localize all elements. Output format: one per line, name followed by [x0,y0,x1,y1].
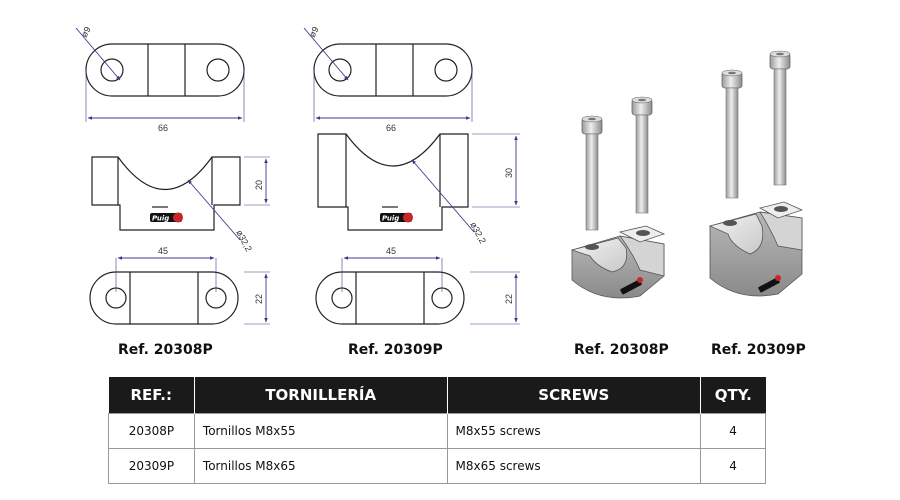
header-qty: QTY. [700,377,766,414]
bolt-short-b [631,96,653,214]
cell-qty: 4 [700,413,766,449]
dim-width-left: 66 [158,123,168,133]
top-view-20309p [303,27,473,122]
dim-height-left: 20 [254,180,264,190]
cell-ref: 20308P [108,413,195,449]
header-ref: REF.: [108,377,195,414]
cell-screws: M8x55 screws [446,413,702,449]
render-20309p [708,50,804,297]
ref-label-20309p-drawing: Ref. 20309P [348,342,443,358]
header-screws: SCREWS [446,377,701,414]
table-header-row: REF.: TORNILLERÍA SCREWS QTY. [108,377,766,414]
bolt-long-b [769,50,791,186]
header-tornilleria: TORNILLERÍA [193,377,448,414]
puig-logo-right [380,206,413,223]
bottom-view-20308p [89,256,270,325]
drawing-20308p [75,27,270,325]
logo-text-left: Puig [152,215,169,223]
bolt-short-a [581,115,603,231]
render-20308p [570,96,666,299]
cell-screws: M8x65 screws [446,448,702,484]
ref-label-20309p-render: Ref. 20309P [711,342,806,358]
dim-hole-left: ø9 [79,25,93,39]
cell-tornilleria: Tornillos M8x65 [193,448,448,484]
ref-label-20308p-render: Ref. 20308P [574,342,669,358]
top-view-20308p [75,27,245,122]
bolt-long-a [721,69,743,199]
dim-width-right: 66 [386,123,396,133]
dim-hole-right: ø9 [307,25,321,39]
dim-depth-right: 22 [504,294,514,304]
screws-table: REF.: TORNILLERÍA SCREWS QTY. 20308P Tor… [108,377,766,484]
ref-label-20308p-drawing: Ref. 20308P [118,342,213,358]
clamp-20309p [708,201,804,297]
dim-height-right: 30 [504,168,514,178]
table-row: 20308P Tornillos M8x55 M8x55 screws 4 [108,413,766,449]
drawing-20309p [303,27,520,325]
bottom-view-20309p [315,256,520,325]
technical-drawing: ø9 66 20 ø32,2 45 22 Puig [75,25,804,325]
cell-ref: 20309P [108,448,195,484]
logo-text-right: Puig [382,215,399,223]
dim-radius-left: ø32,2 [234,228,254,253]
dim-radius-right: ø32,2 [468,220,488,245]
dim-spacing-right: 45 [386,246,396,256]
table-row: 20309P Tornillos M8x65 M8x65 screws 4 [108,448,766,484]
clamp-20308p [570,225,666,299]
side-view-20308p [91,156,270,241]
side-view-20309p [317,133,520,233]
dim-depth-left: 22 [254,294,264,304]
cell-tornilleria: Tornillos M8x55 [193,413,448,449]
cell-qty: 4 [700,448,766,484]
puig-logo-left [150,206,183,223]
dim-spacing-left: 45 [158,246,168,256]
